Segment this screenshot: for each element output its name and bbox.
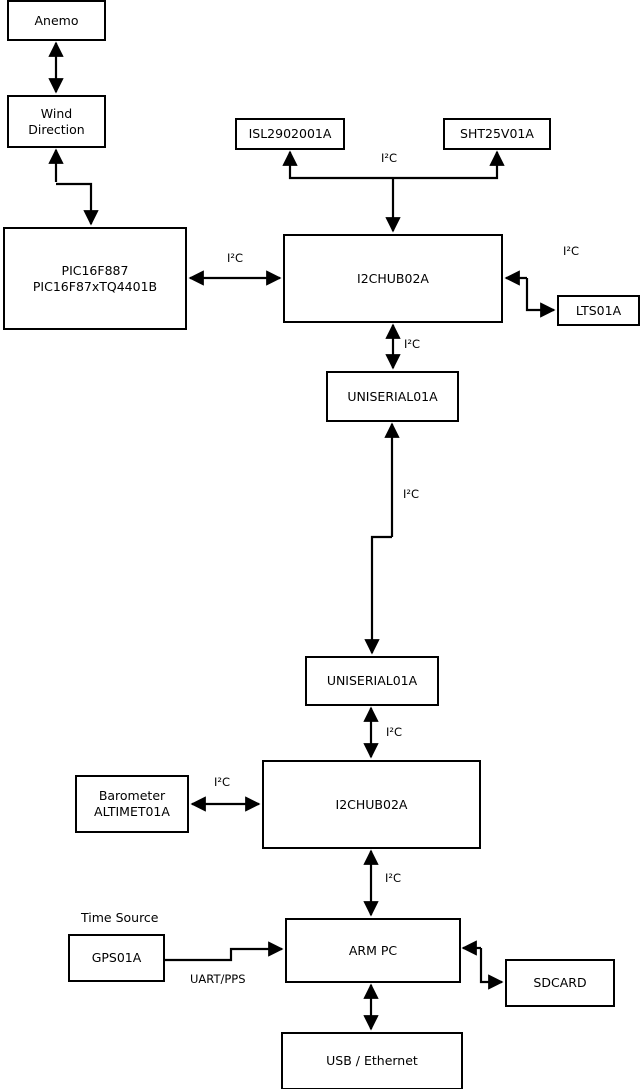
node-anemo[interactable]: Anemo <box>7 0 106 41</box>
wire-label-hub-uniserial: I²C <box>404 337 421 351</box>
node-i2chub02a-top-label: I2CHUB02A <box>357 270 429 286</box>
node-pic-mcu-label: PIC16F887 PIC16F87xTQ4401B <box>32 262 158 294</box>
node-gps01a[interactable]: GPS01A <box>68 934 165 982</box>
connector-hub-bus-isl <box>282 150 393 180</box>
wire-label-uniserial-hub-low: I²C <box>386 725 403 739</box>
connector-armpc-sdcard-out <box>479 948 504 990</box>
node-sht25v01a[interactable]: SHT25V01A <box>443 118 551 150</box>
node-lts01a[interactable]: LTS01A <box>557 295 640 326</box>
node-pic-mcu[interactable]: PIC16F887 PIC16F87xTQ4401B <box>3 227 187 330</box>
node-i2chub02a-top[interactable]: I2CHUB02A <box>283 234 503 323</box>
node-wind-direction-label: Wind Direction <box>28 105 85 137</box>
wire-label-gps-armpc: UART/PPS <box>190 972 246 986</box>
wire-label-hub-armpc: I²C <box>385 871 402 885</box>
connector-gps-armpc <box>164 941 284 962</box>
node-uniserial01a-upper[interactable]: UNISERIAL01A <box>326 371 459 422</box>
node-arm-pc[interactable]: ARM PC <box>285 918 461 983</box>
node-barometer-altimet01a-label: Barometer ALTIMET01A <box>94 788 170 819</box>
wire-label-hub-lts: I²C <box>563 244 580 258</box>
node-isl2902001a[interactable]: ISL2902001A <box>235 118 345 150</box>
wire-label-pic-hub: I²C <box>227 251 244 265</box>
label-time-source: Time Source <box>81 910 159 925</box>
node-arm-pc-label: ARM PC <box>348 942 398 958</box>
wire-label-barometer-hub: I²C <box>214 775 231 789</box>
node-barometer-altimet01a[interactable]: Barometer ALTIMET01A <box>75 775 189 833</box>
node-anemo-label: Anemo <box>34 12 79 28</box>
node-wind-direction[interactable]: Wind Direction <box>7 95 106 148</box>
node-lts01a-label: LTS01A <box>575 302 622 318</box>
node-usb-ethernet-label: USB / Ethernet <box>326 1053 418 1069</box>
node-i2chub02a-bottom[interactable]: I2CHUB02A <box>262 760 481 849</box>
connector-hub-lts-out <box>525 278 556 318</box>
node-sdcard[interactable]: SDCARD <box>505 959 615 1007</box>
node-sdcard-label: SDCARD <box>533 975 587 991</box>
connector-wind-pic-run <box>56 182 99 226</box>
connector-hub-bus-sht <box>393 150 505 180</box>
connector-uniserial-link-run <box>364 535 392 655</box>
node-uniserial01a-lower-label: UNISERIAL01A <box>326 673 418 689</box>
node-sht25v01a-label: SHT25V01A <box>460 126 534 142</box>
wire-label-uniserial-link: I²C <box>403 487 420 501</box>
node-usb-ethernet[interactable]: USB / Ethernet <box>281 1032 463 1089</box>
node-uniserial01a-upper-label: UNISERIAL01A <box>347 388 438 404</box>
node-uniserial01a-lower[interactable]: UNISERIAL01A <box>305 656 439 706</box>
node-isl2902001a-label: ISL2902001A <box>248 126 332 142</box>
node-gps01a-label: GPS01A <box>91 950 142 966</box>
node-i2chub02a-bottom-label: I2CHUB02A <box>335 796 408 812</box>
wire-label-isl-sht-bus: I²C <box>381 151 398 165</box>
